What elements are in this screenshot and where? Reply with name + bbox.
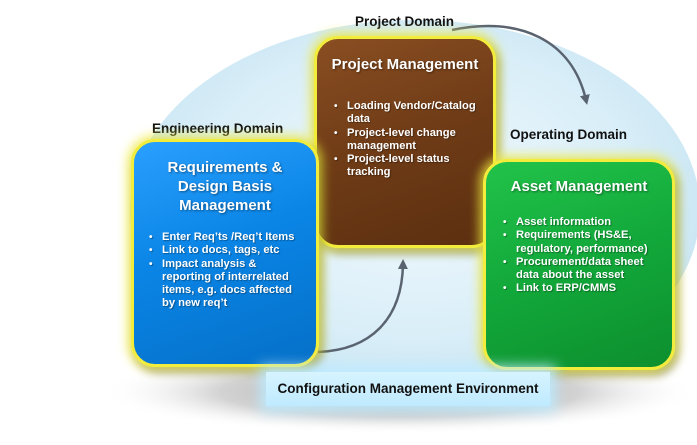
- list-item: Asset information: [503, 216, 658, 230]
- list-item: Impact analysis & reporting of interrela…: [149, 258, 302, 311]
- configuration-management-environment-label: Configuration Management Environment: [266, 372, 550, 406]
- asset-management-box: Asset Management Asset information Requi…: [483, 159, 675, 370]
- project-management-box: Project Management Loading Vendor/Catalo…: [314, 36, 496, 248]
- arrow-project-to-operating: [451, 24, 590, 105]
- list-item: Requirements (HS&E, regulatory, performa…: [503, 229, 658, 256]
- project-management-list: Loading Vendor/Catalog data Project-leve…: [331, 100, 479, 180]
- arrow-engineering-to-project: [317, 259, 408, 354]
- list-item: Link to docs, tags, etc: [149, 244, 302, 258]
- requirements-management-title: Requirements & Design Basis Management: [167, 159, 283, 214]
- requirements-management-list: Enter Req’ts /Req’t Items Link to docs, …: [148, 231, 302, 311]
- engineering-domain-label: Engineering Domain: [152, 121, 284, 136]
- list-item: Project-level status tracking: [334, 153, 479, 180]
- requirements-management-box: Requirements & Design Basis Management E…: [131, 139, 319, 367]
- operating-domain-label: Operating Domain: [510, 127, 628, 142]
- list-item: Enter Req’ts /Req’t Items: [149, 231, 302, 245]
- project-management-title: Project Management: [331, 56, 479, 73]
- list-item: Project-level change management: [334, 127, 479, 154]
- project-domain-label: Project Domain: [355, 14, 455, 29]
- list-item: Procurement/data sheet data about the as…: [503, 256, 658, 283]
- asset-management-list: Asset information Requirements (HS&E, re…: [500, 216, 658, 296]
- list-item: Link to ERP/CMMS: [503, 282, 658, 296]
- list-item: Loading Vendor/Catalog data: [334, 100, 479, 127]
- asset-management-title: Asset Management: [510, 178, 648, 195]
